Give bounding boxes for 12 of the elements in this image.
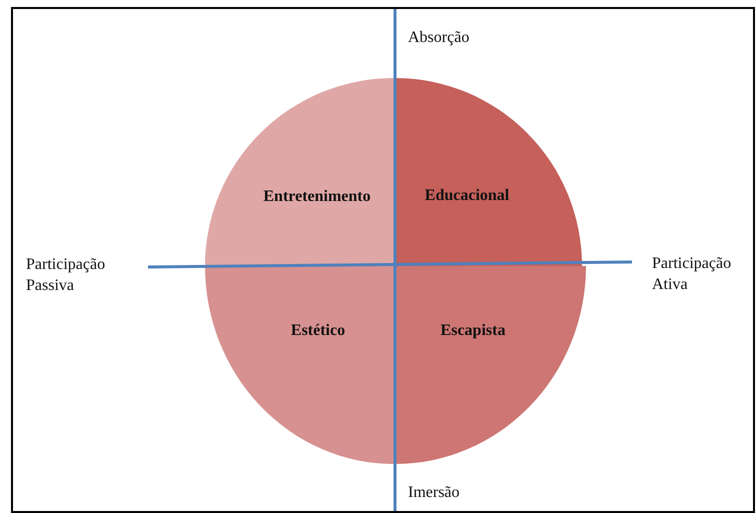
axis-label: Participação Ativa	[652, 254, 732, 295]
quadrant-label: Escapista	[440, 322, 506, 340]
quadrant-label: Entretenimento	[263, 188, 371, 206]
quadrant-sector	[395, 266, 586, 464]
quadrant-label: Educacional	[424, 187, 510, 205]
quadrant-sector	[205, 78, 394, 266]
axis-label: Absorção	[408, 28, 470, 48]
quadrant-label: Estético	[290, 322, 346, 340]
quadrant-sector	[205, 266, 394, 464]
axis-label: Imersão	[408, 483, 460, 503]
quadrant-sector	[395, 78, 582, 266]
axis-label: Participação Passiva	[26, 255, 106, 296]
